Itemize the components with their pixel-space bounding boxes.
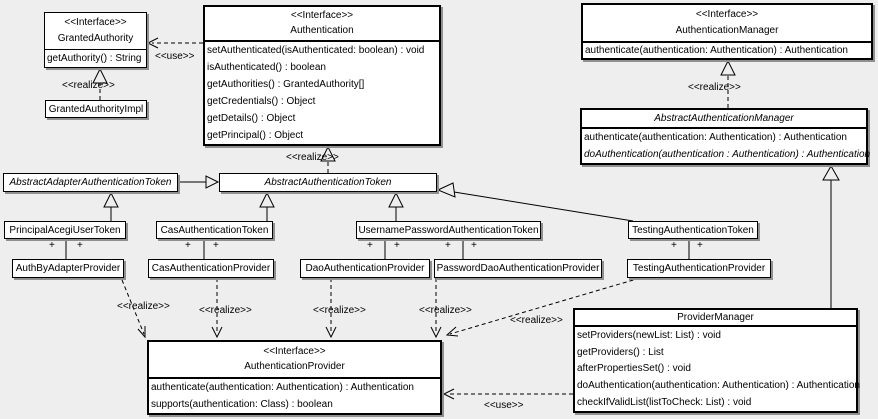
class-authentication: <<Interface>> Authentication setAuthenti… bbox=[203, 5, 441, 146]
class-testing-authentication-token: TestingAuthenticationToken bbox=[628, 221, 758, 239]
realize-testingprovider-to-authenticationprovider bbox=[445, 277, 641, 337]
class-password-dao-authentication-provider: PasswordDaoAuthenticationProvider bbox=[434, 259, 602, 278]
method: checkIfValidList(listToCheck: List) : vo… bbox=[577, 397, 752, 409]
class-granted-authority: <<Interface>> GrantedAuthority getAuthor… bbox=[44, 12, 147, 68]
class-name: AuthenticationProvider bbox=[244, 361, 345, 373]
class-name: AbstractAuthenticationManager bbox=[654, 112, 794, 124]
class-username-password-authentication-token: UsernamePasswordAuthenticationToken bbox=[356, 221, 541, 239]
class-name: AuthByAdapterProvider bbox=[15, 263, 121, 274]
class-name: AuthenticationManager bbox=[675, 25, 779, 36]
use-label: <<use>> bbox=[155, 51, 195, 62]
class-name: DaoAuthenticationProvider bbox=[305, 263, 425, 274]
method: getAuthority() : String bbox=[47, 53, 142, 64]
realize-passworddaoprovider-to-authenticationprovider bbox=[430, 278, 442, 339]
use-label: <<use>> bbox=[484, 400, 524, 411]
generalization-castoken-to-abstracttoken bbox=[259, 191, 275, 221]
class-authentication-provider: <<Interface>> AuthenticationProvider aut… bbox=[147, 340, 442, 415]
class-name: CasAuthenticationProvider bbox=[151, 263, 271, 274]
use-dependency-providermanager-to-authenticationprovider bbox=[442, 388, 573, 400]
class-cas-authentication-token: CasAuthenticationToken bbox=[156, 221, 273, 239]
method: supports(authentication: Class) : boolea… bbox=[151, 399, 333, 410]
use-dependency-authentication-to-grantedauthority bbox=[146, 37, 203, 49]
stereotype-label: <<Interface>> bbox=[290, 10, 354, 21]
plus-marker: + bbox=[49, 240, 55, 251]
realize-label: <<realize>> bbox=[688, 82, 741, 93]
class-name: AbstractAdapterAuthenticationToken bbox=[9, 177, 172, 188]
class-cas-authentication-provider: CasAuthenticationProvider bbox=[148, 259, 274, 278]
method: afterPropertiesSet() : void bbox=[577, 363, 691, 375]
realize-label: <<realize>> bbox=[62, 80, 115, 91]
class-dao-authentication-provider: DaoAuthenticationProvider bbox=[300, 259, 430, 278]
plus-marker: + bbox=[697, 240, 703, 251]
class-name: ProviderManager bbox=[677, 311, 754, 323]
method: isAuthenticated() : boolean bbox=[207, 62, 326, 73]
realize-casprovider-to-authenticationprovider bbox=[211, 278, 223, 339]
method: getPrincipal() : Object bbox=[207, 130, 304, 141]
class-auth-by-adapter-provider: AuthByAdapterProvider bbox=[12, 259, 124, 278]
class-name: Authentication bbox=[290, 25, 354, 36]
method: setProviders(newList: List) : void bbox=[577, 329, 721, 341]
method: getCredentials() : Object bbox=[207, 96, 316, 107]
plus-marker: + bbox=[671, 240, 677, 251]
realize-label: <<realize>> bbox=[117, 301, 170, 312]
realize-label: <<realize>> bbox=[313, 305, 366, 316]
generalization-providermanager-to-abstractmanager bbox=[822, 164, 840, 308]
class-name: GrantedAuthorityImpl bbox=[48, 103, 144, 115]
realize-label: <<realize>> bbox=[510, 315, 563, 326]
class-testing-authentication-provider: TestingAuthenticationProvider bbox=[627, 259, 771, 278]
class-name: GrantedAuthority bbox=[57, 33, 134, 44]
generalization-usernamepasswordtoken-to-abstracttoken bbox=[388, 191, 404, 221]
method: doAuthentication(authentication : Authen… bbox=[584, 149, 871, 160]
plus-marker: + bbox=[213, 240, 219, 251]
class-abstract-adapter-authentication-token: AbstractAdapterAuthenticationToken bbox=[3, 173, 178, 192]
method: getAuthorities() : GrantedAuthority[] bbox=[207, 79, 365, 90]
realize-abstractmanager-to-authenticationmanager bbox=[720, 59, 736, 108]
class-name: UsernamePasswordAuthenticationToken bbox=[358, 224, 539, 236]
generalization-principaltoken-to-abstractadapter bbox=[103, 191, 119, 221]
realize-label: <<realize>> bbox=[419, 305, 472, 316]
class-name: PrincipalAcegiUserToken bbox=[9, 224, 121, 236]
method: authenticate(authentication: Authenticat… bbox=[151, 382, 414, 393]
plus-marker: + bbox=[394, 240, 400, 251]
class-authentication-manager: <<Interface>> AuthenticationManager auth… bbox=[581, 3, 873, 60]
generalization-abstractadapter-to-abstracttoken bbox=[178, 175, 220, 189]
plus-marker: + bbox=[77, 240, 83, 251]
method: getDetails() : Object bbox=[207, 113, 296, 124]
method: setAuthenticated(isAuthenticated: boolea… bbox=[207, 45, 425, 56]
generalization-testingtoken-to-abstracttoken bbox=[436, 182, 634, 222]
plus-marker: + bbox=[445, 240, 451, 251]
class-name: AbstractAuthenticationToken bbox=[264, 177, 392, 188]
realize-authbyadapterprovider-to-authenticationprovider bbox=[121, 279, 146, 339]
class-name: TestingAuthenticationToken bbox=[632, 224, 754, 236]
class-abstract-authentication-manager: AbstractAuthenticationManager authentica… bbox=[580, 108, 871, 165]
realize-grantedauthorityimpl-to-grantedauthority bbox=[92, 67, 108, 100]
realize-label: <<realize>> bbox=[199, 305, 252, 316]
class-name: TestingAuthenticationProvider bbox=[632, 263, 766, 274]
stereotype-label: <<Interface>> bbox=[263, 345, 326, 357]
stereotype-label: <<Interface>> bbox=[64, 17, 127, 28]
method: getProviders() : List bbox=[577, 346, 664, 358]
class-name: PasswordDaoAuthenticationProvider bbox=[436, 263, 600, 274]
class-provider-manager: ProviderManager setProviders(newList: Li… bbox=[573, 308, 860, 413]
class-granted-authority-impl: GrantedAuthorityImpl bbox=[45, 100, 147, 118]
plus-marker: + bbox=[367, 240, 373, 251]
plus-marker: + bbox=[471, 240, 477, 251]
stereotype-label: <<Interface>> bbox=[695, 9, 759, 20]
realize-label: <<realize>> bbox=[286, 152, 339, 163]
realize-daoprovider-to-authenticationprovider bbox=[325, 278, 337, 339]
class-name: CasAuthenticationToken bbox=[160, 224, 269, 236]
method: authenticate(authentication: Authenticat… bbox=[585, 45, 848, 56]
realize-abstracttoken-to-authentication bbox=[320, 145, 336, 173]
plus-marker: + bbox=[185, 240, 191, 251]
method: authenticate(authentication: Authenticat… bbox=[584, 132, 847, 143]
class-abstract-authentication-token: AbstractAuthenticationToken bbox=[219, 173, 437, 192]
class-principal-acegi-user-token: PrincipalAcegiUserToken bbox=[4, 221, 126, 239]
method: doAuthentication(authentication: Authent… bbox=[577, 380, 860, 392]
